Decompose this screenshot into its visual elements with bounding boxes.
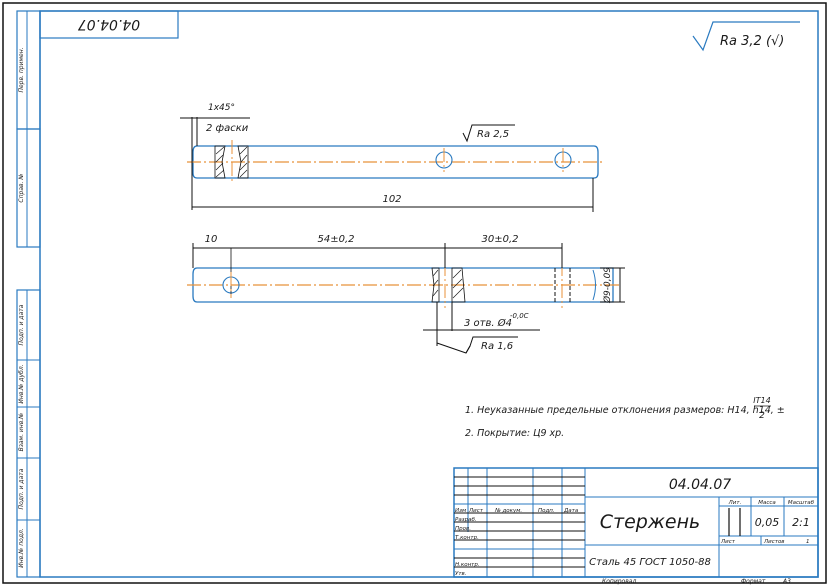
side-label-sign-date-2: Подп. и дата bbox=[18, 468, 25, 509]
roughness-symbol-icon bbox=[692, 21, 800, 52]
scale-label: Масштаб bbox=[788, 500, 815, 506]
side-strip: Перв. примен. Справ. № Подп. и дата Инв.… bbox=[16, 10, 41, 578]
header-date: Дата bbox=[563, 508, 579, 514]
dim-30: 30±0,2 bbox=[481, 234, 518, 245]
header-doc-no: № докум. bbox=[494, 508, 522, 514]
dim-10: 10 bbox=[205, 234, 218, 245]
note-fraction-top: IT14 bbox=[753, 396, 770, 405]
header-change: Изм bbox=[455, 508, 466, 514]
note-2: 2. Покрытие: Ц9 хр. bbox=[465, 428, 564, 439]
lit-label: Лит. bbox=[728, 500, 742, 506]
view1-roughness: Ra 2,5 bbox=[477, 129, 509, 140]
view2-roughness: Ra 1,6 bbox=[481, 341, 513, 352]
role-developer: Разраб. bbox=[455, 517, 477, 523]
side-label-ref-no: Справ. № bbox=[18, 173, 25, 202]
side-label-dup-inv: Инв.№ дубл. bbox=[18, 364, 25, 403]
role-tech-control: Т.контр. bbox=[455, 535, 479, 541]
scale-value: 2:1 bbox=[792, 516, 810, 529]
general-roughness-text: Ra 3,2 (√) bbox=[720, 34, 784, 49]
rod-outline-1 bbox=[192, 145, 599, 179]
designation: 04.04.07 bbox=[669, 477, 731, 493]
holes-callout: 3 отв. Ø4 bbox=[464, 317, 512, 329]
view-2: 10 54±0,2 30±0,2 Ø9-0,09 3 отв. Ø4 -0,0С… bbox=[187, 234, 625, 354]
copied-label: Копировал bbox=[602, 578, 636, 585]
dim-54: 54±0,2 bbox=[317, 234, 354, 245]
sheets-label: Листов bbox=[763, 539, 785, 545]
sheet-label: Лист bbox=[720, 539, 736, 545]
top-stamp: 04.04.07 bbox=[39, 10, 179, 39]
length-dimension: 102 bbox=[382, 194, 401, 205]
mass-value: 0,05 bbox=[755, 516, 780, 529]
side-label-orig-inv: Инв.№ подл. bbox=[18, 528, 25, 568]
title-block: Изм Лист № докум. Подп. Дата Разраб. Про… bbox=[453, 467, 819, 578]
format-label: Формат bbox=[741, 578, 766, 585]
note-1: 1. Неуказанные предельные отклонения раз… bbox=[465, 405, 785, 416]
holes-tolerance: -0,0С bbox=[510, 312, 529, 320]
diameter-dimension: Ø9-0,09 bbox=[602, 267, 613, 304]
general-roughness: Ra 3,2 (√) bbox=[692, 21, 800, 52]
material: Сталь 45 ГОСТ 1050-88 bbox=[589, 557, 711, 568]
chamfer-size: 1x45° bbox=[208, 103, 235, 113]
sheets-value: 1 bbox=[806, 539, 810, 545]
chamfer-count: 2 фаски bbox=[206, 123, 249, 134]
part-name: Стержень bbox=[600, 511, 701, 533]
role-approved: Утв. bbox=[455, 571, 467, 577]
format-value: A3 bbox=[782, 578, 791, 585]
role-norm-control: Н.контр. bbox=[455, 562, 480, 568]
side-label-replace-inv: Взам. инв.№ bbox=[18, 413, 25, 452]
header-sign: Подп. bbox=[538, 508, 555, 514]
note-fraction-bottom: 2 bbox=[759, 411, 765, 421]
view-1: 1x45° 2 фаски Ra 2,5 102 bbox=[180, 103, 605, 212]
role-checker: Пров. bbox=[455, 526, 471, 532]
rod-outline-2 bbox=[192, 267, 614, 303]
side-label-sign-date-1: Подп. и дата bbox=[18, 304, 25, 345]
technical-notes: 1. Неуказанные предельные отклонения раз… bbox=[465, 396, 785, 439]
side-label-first-use: Перв. примен. bbox=[18, 47, 25, 92]
mass-label: Масса bbox=[758, 500, 776, 506]
header-sheet: Лист bbox=[468, 508, 484, 514]
stamp-number: 04.04.07 bbox=[78, 16, 140, 32]
